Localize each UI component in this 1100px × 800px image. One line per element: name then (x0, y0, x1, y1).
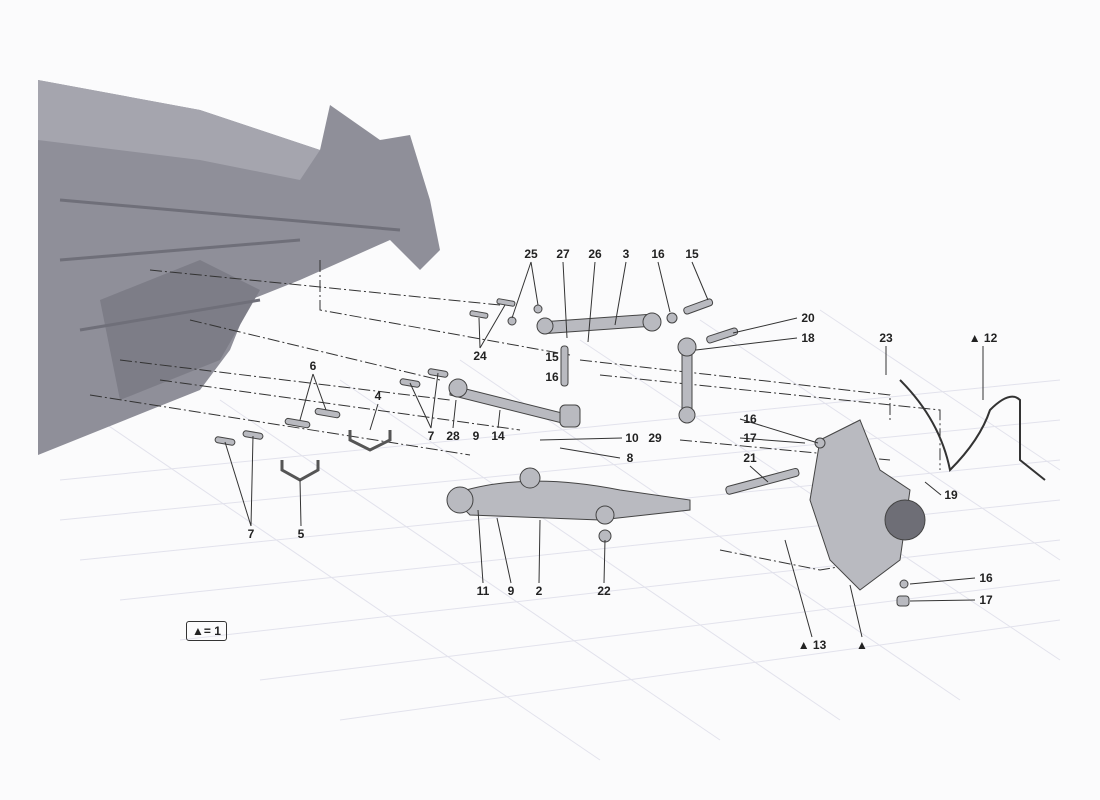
callout-28: 28 (446, 429, 460, 443)
callout-8: 8 (626, 451, 634, 465)
callout-24: 24 (473, 349, 487, 363)
callout-16: 16 (651, 247, 665, 261)
callout-25: 25 (524, 247, 538, 261)
chassis-frame (38, 80, 440, 455)
callout-13: ▲ 13 (797, 638, 827, 652)
callout-15: 15 (685, 247, 699, 261)
bolt-20 (706, 327, 739, 344)
toe-link (449, 384, 571, 426)
legend-box: ▲= 1 (186, 621, 227, 641)
callout-9b: 9 (507, 584, 515, 598)
callout-4: 4 (374, 389, 382, 403)
callout-triangle: ▲ (856, 638, 868, 652)
callout-2: 2 (535, 584, 543, 598)
upper-link (539, 313, 656, 335)
callout-23: 23 (879, 331, 893, 345)
callout-22: 22 (597, 584, 611, 598)
callout-19: 19 (944, 488, 958, 502)
abs-sensor-cable (899, 379, 1046, 481)
callout-14: 14 (491, 429, 505, 443)
callout-7: 7 (427, 429, 435, 443)
leader-lines (224, 261, 984, 638)
phantom-lines (89, 260, 941, 571)
bolt-15b (560, 345, 569, 387)
callout-10: 10 (625, 431, 639, 445)
suspension-parts (214, 298, 1046, 607)
callout-11: 11 (476, 584, 490, 598)
callout-6: 6 (309, 359, 317, 373)
callout-15b: 15 (545, 350, 559, 364)
bolt-15 (683, 298, 714, 315)
callout-27: 27 (556, 247, 570, 261)
lower-wishbone (449, 480, 691, 521)
bolt-21 (725, 467, 800, 495)
callout-20: 20 (801, 311, 815, 325)
callout-17b: 17 (979, 593, 993, 607)
callout-3: 3 (622, 247, 630, 261)
bracket-4 (348, 430, 392, 452)
callout-18: 18 (801, 331, 815, 345)
callout-17: 17 (743, 431, 757, 445)
callout-29: 29 (648, 431, 662, 445)
callout-16c: 16 (743, 412, 757, 426)
callout-5: 5 (297, 527, 305, 541)
callout-16d: 16 (979, 571, 993, 585)
callout-9: 9 (472, 429, 480, 443)
hub-carrier (809, 419, 911, 591)
callout-12: ▲ 12 (968, 331, 998, 345)
callout-16b: 16 (545, 370, 559, 384)
wheel-hub (884, 499, 926, 541)
callout-21: 21 (743, 451, 757, 465)
callout-7b: 7 (247, 527, 255, 541)
callout-26: 26 (588, 247, 602, 261)
